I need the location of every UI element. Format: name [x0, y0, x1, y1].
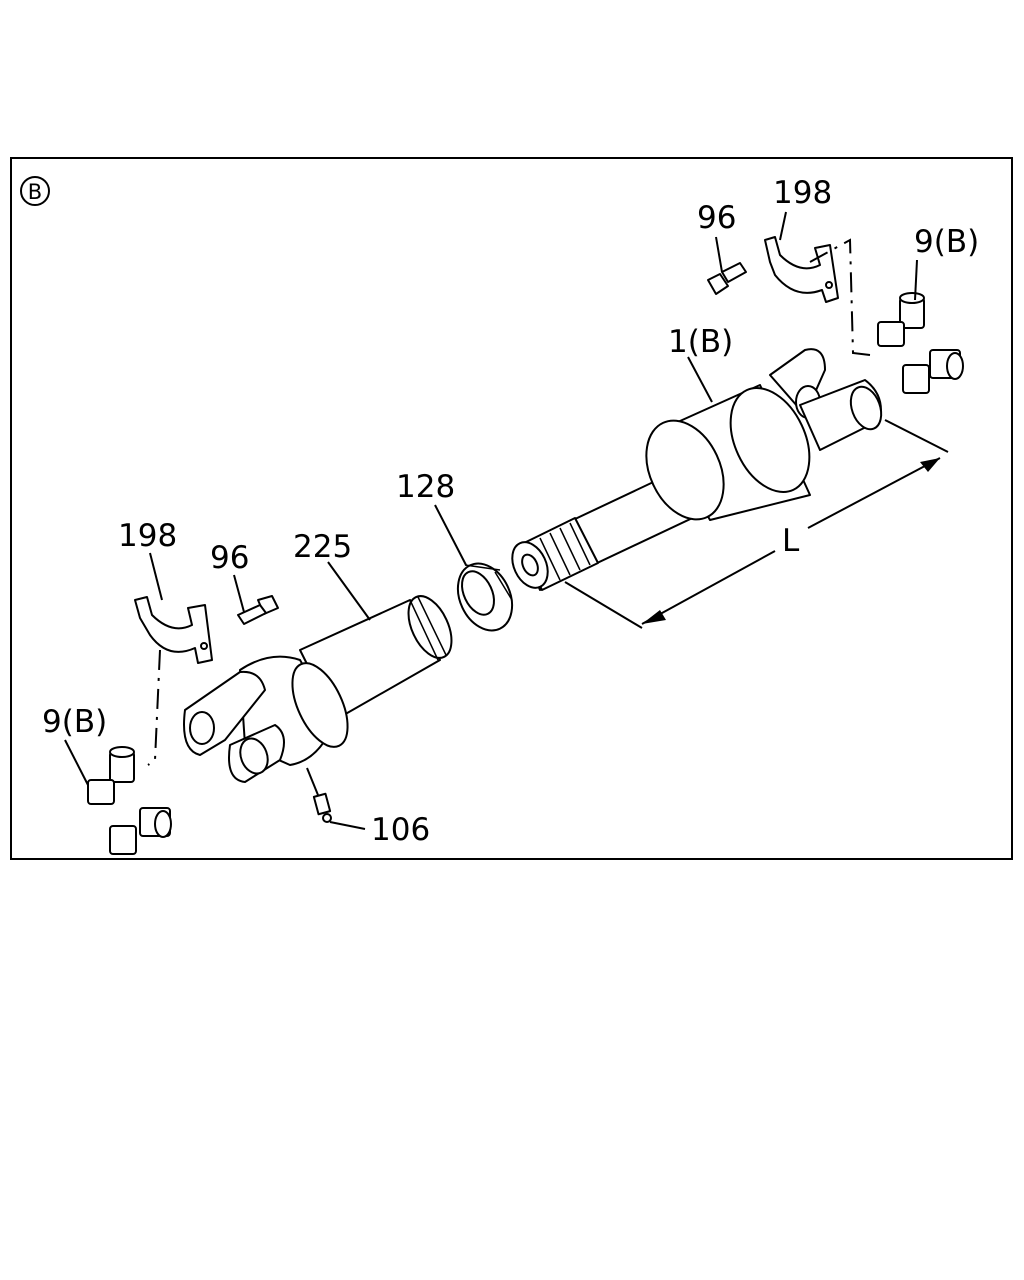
grease-fitting: [312, 792, 332, 823]
label-bolt-right: 96: [697, 200, 736, 236]
slip-yoke: [183, 595, 453, 783]
dimension-L: [564, 419, 949, 629]
leader-bolt-right: [715, 236, 723, 273]
shaft-assembly: [511, 348, 883, 591]
label-ujoint-left: 9(B): [42, 704, 107, 740]
leader-clamp-right: [779, 211, 787, 241]
leader-slip-yoke: [327, 561, 371, 621]
label-clamp-right: 198: [773, 175, 832, 211]
leader-grease-fitting-1: [306, 767, 319, 796]
leader-grease-fitting-2: [329, 821, 366, 830]
label-clamp-left: 198: [118, 518, 177, 554]
bolt-left: [237, 595, 279, 625]
ujoint-left: [87, 746, 172, 855]
leader-shaft: [687, 356, 713, 403]
label-length-dimension: L: [782, 523, 800, 559]
dust-cap-ring: [456, 562, 514, 632]
label-ujoint-right: 9(B): [914, 224, 979, 260]
centerline-right: [809, 238, 871, 356]
leader-clamp-left: [149, 552, 163, 601]
ujoint-right: [877, 292, 964, 394]
label-shaft-assembly: 1(B): [668, 324, 733, 360]
section-badge-letter: B: [28, 180, 42, 204]
clamp-left: [134, 596, 213, 664]
label-bolt-left: 96: [210, 540, 249, 576]
leader-ujoint-right: [914, 259, 918, 301]
leader-bolt-left: [233, 574, 245, 613]
section-badge: B: [20, 176, 50, 206]
diagram-frame: [10, 157, 1013, 860]
bolt-right: [707, 262, 747, 295]
label-slip-yoke: 225: [293, 529, 352, 565]
label-grease-fitting: 106: [371, 812, 430, 848]
centerline-left: [147, 649, 161, 766]
label-dust-cap: 128: [396, 469, 455, 505]
clamp-right: [764, 236, 839, 303]
leader-ujoint-left: [64, 739, 89, 786]
leader-dust-cap: [434, 504, 467, 566]
